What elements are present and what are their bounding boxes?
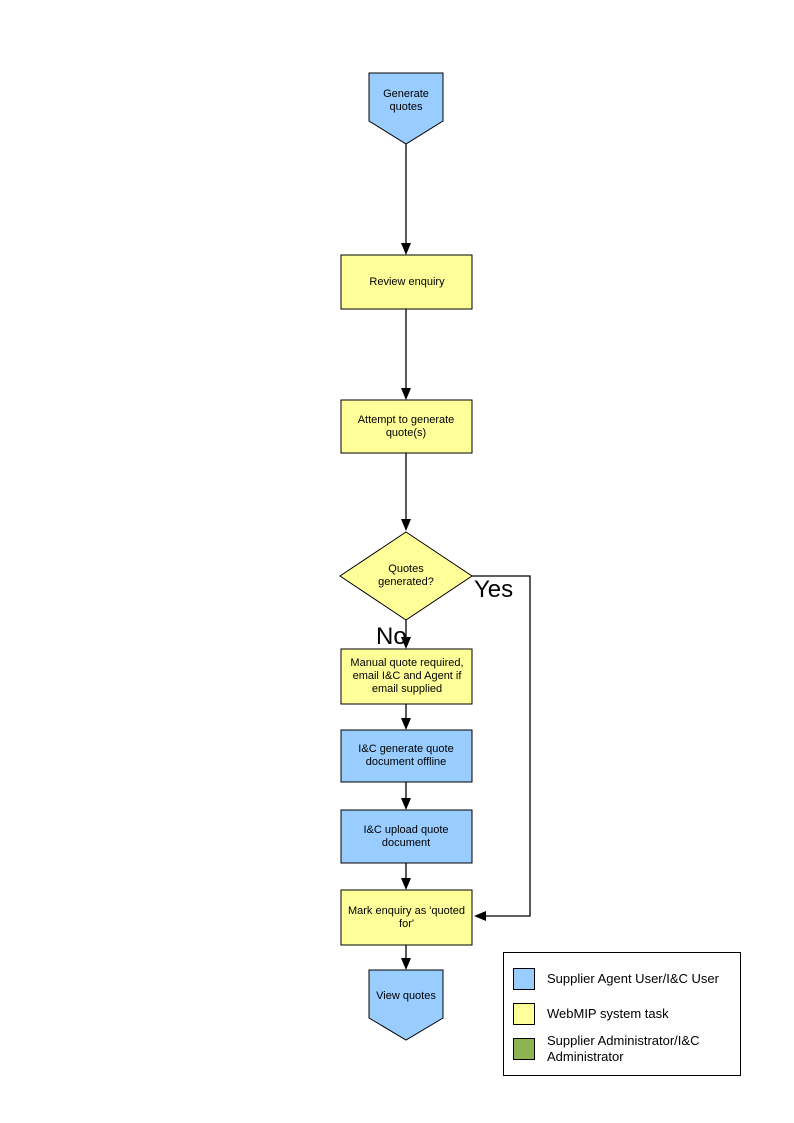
system-task-color-swatch	[513, 1003, 535, 1025]
attempt-generate-node-label: Attempt to generate quote(s)	[357, 413, 455, 439]
quotes-generated-decision-label: Quotes generated?	[378, 563, 434, 588]
attempt-generate-node-shape	[340, 399, 473, 454]
connector-decision-yes-mark	[472, 575, 531, 917]
legend-item-admin-task: Supplier Administrator/I&C Administrator	[513, 1033, 743, 1065]
arrowhead	[401, 243, 411, 255]
connectors	[405, 144, 531, 958]
generate-offline-node-shape	[340, 729, 473, 783]
legend-item-system-task: WebMIP system task	[513, 1003, 743, 1025]
legend-item-label: Supplier Administrator/I&C Administrator	[547, 1033, 700, 1064]
review-enquiry-node-label: Review enquiry	[369, 275, 445, 288]
arrowhead	[401, 637, 411, 649]
yes-branch-label: Yes	[474, 576, 514, 603]
arrowhead	[401, 519, 411, 531]
arrowhead	[401, 958, 411, 970]
start-node-shape	[368, 72, 444, 145]
upload-document-node-shape	[340, 809, 473, 864]
arrowhead	[401, 798, 411, 810]
end-node-label: View quotes	[376, 989, 436, 1002]
manual-quote-node-shape	[340, 648, 473, 705]
start-node-label: Generate quotes	[383, 88, 429, 113]
nodes	[339, 72, 473, 1041]
legend-box: Supplier Agent User/I&C User WebMIP syst…	[503, 952, 741, 1076]
arrowhead	[401, 718, 411, 730]
mark-quoted-node-shape	[340, 889, 473, 946]
user-task-color-swatch	[513, 968, 535, 990]
review-enquiry-node-shape	[340, 254, 473, 310]
mark-quoted-node-label: Mark enquiry as 'quoted for'	[347, 904, 466, 930]
arrowhead	[401, 388, 411, 400]
end-node-shape	[368, 969, 444, 1041]
manual-quote-node-label: Manual quote required, email I&C and Age…	[350, 657, 464, 695]
legend-item-user-task: Supplier Agent User/I&C User	[513, 968, 743, 990]
generate-offline-node-label: I&C generate quote document offline	[358, 743, 454, 768]
upload-document-node-label: I&C upload quote document	[363, 823, 449, 849]
arrowhead	[474, 911, 486, 921]
admin-task-color-swatch	[513, 1038, 535, 1060]
no-branch-label: No	[376, 623, 407, 650]
legend-item-label: WebMIP system task	[547, 1006, 669, 1021]
legend-item-label: Supplier Agent User/I&C User	[547, 971, 719, 986]
arrowhead	[401, 878, 411, 890]
arrowheads	[401, 243, 486, 970]
quotes-generated-decision-shape	[339, 531, 473, 621]
